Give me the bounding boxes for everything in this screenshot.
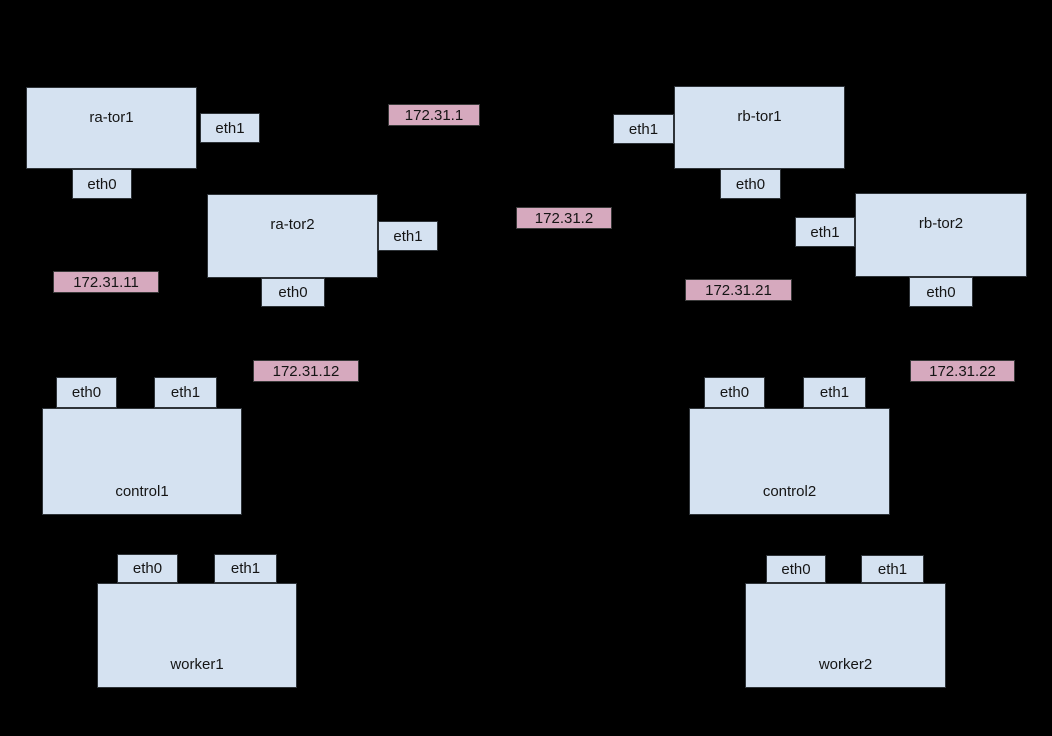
iface-ra-tor2-eth0: eth0 [261, 278, 325, 307]
iface-rb-tor2-eth1: eth1 [795, 217, 855, 247]
ip-label-rack-a-net1: 172.31.11 [53, 271, 159, 293]
iface-ra-tor2-eth1: eth1 [378, 221, 438, 251]
iface-ra-tor1-eth1: eth1 [200, 113, 260, 143]
iface-rb-tor2-eth0: eth0 [909, 277, 973, 307]
iface-worker1-eth0: eth0 [117, 554, 178, 583]
iface-ra-tor1-eth0: eth0 [72, 169, 132, 199]
iface-control2-eth0: eth0 [704, 377, 765, 408]
node-worker2: worker2 [745, 583, 946, 688]
iface-rb-tor1-eth1: eth1 [613, 114, 674, 144]
node-control2-label: control2 [762, 483, 817, 500]
node-rb-tor1-label: rb-tor1 [737, 108, 782, 125]
node-control1: control1 [42, 408, 242, 515]
node-ra-tor1: ra-tor1 [26, 87, 197, 169]
node-control2: control2 [689, 408, 890, 515]
ip-label-tor2-uplink: 172.31.2 [516, 207, 612, 229]
node-ra-tor2: ra-tor2 [207, 194, 378, 278]
ip-label-rack-b-net2: 172.31.22 [910, 360, 1015, 382]
iface-control1-eth0: eth0 [56, 377, 117, 408]
iface-worker1-eth1: eth1 [214, 554, 277, 583]
node-worker1-label: worker1 [170, 656, 224, 673]
node-rb-tor1: rb-tor1 [674, 86, 845, 169]
iface-control2-eth1: eth1 [803, 377, 866, 408]
node-worker1: worker1 [97, 583, 297, 688]
node-worker2-label: worker2 [818, 656, 873, 673]
node-ra-tor1-label: ra-tor1 [89, 109, 134, 126]
ip-label-rack-a-net2: 172.31.12 [253, 360, 359, 382]
node-rb-tor2-label: rb-tor2 [918, 215, 964, 232]
iface-rb-tor1-eth0: eth0 [720, 169, 781, 199]
iface-control1-eth1: eth1 [154, 377, 217, 408]
node-rb-tor2: rb-tor2 [855, 193, 1027, 277]
node-control1-label: control1 [115, 483, 169, 500]
iface-worker2-eth1: eth1 [861, 555, 924, 583]
iface-worker2-eth0: eth0 [766, 555, 826, 583]
node-ra-tor2-label: ra-tor2 [270, 216, 315, 233]
ip-label-tor1-uplink: 172.31.1 [388, 104, 480, 126]
ip-label-rack-b-net1: 172.31.21 [685, 279, 792, 301]
